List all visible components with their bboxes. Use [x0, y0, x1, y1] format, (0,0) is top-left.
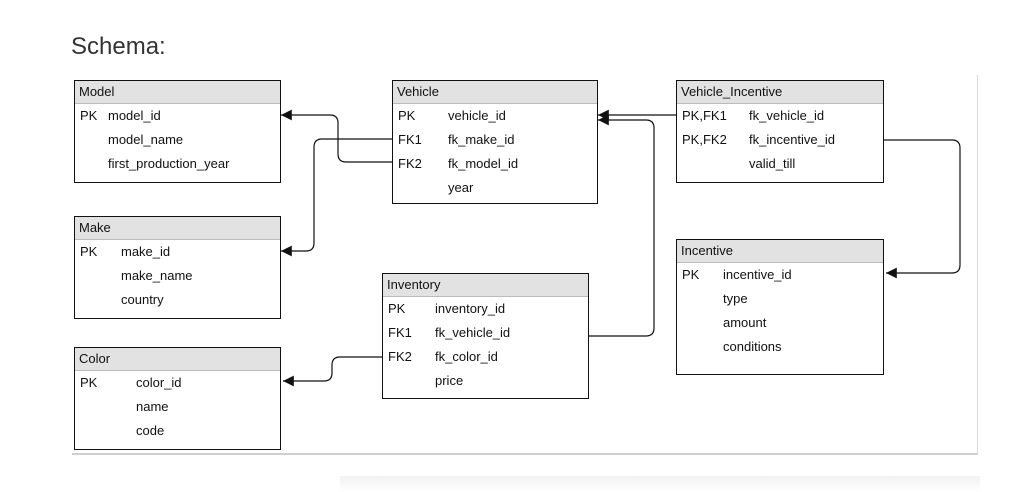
field-row: PK inventory_id [383, 297, 588, 321]
field-name: inventory_id [435, 301, 506, 316]
entity-vehicle-incentive[interactable]: Vehicle_Incentive PK,FK1 fk_vehicle_id P… [676, 80, 884, 183]
field-row: year [393, 176, 597, 200]
key-label: PK [80, 108, 98, 123]
panel-shadow [340, 476, 980, 492]
field-row: FK2 fk_model_id [393, 152, 597, 176]
entity-incentive[interactable]: Incentive PK incentive_id type amount co… [676, 239, 884, 375]
field-row: code [75, 419, 280, 443]
field-row: name [75, 395, 280, 419]
key-label: FK1 [398, 132, 422, 147]
field-name: conditions [723, 339, 782, 354]
key-label: FK2 [398, 156, 422, 171]
field-row: PK make_id [75, 240, 280, 264]
key-label: PK [80, 244, 98, 259]
entity-color[interactable]: Color PK color_id name code [74, 347, 281, 450]
key-label: PK,FK2 [682, 132, 727, 147]
diagram-panel [72, 75, 978, 455]
field-name: make_name [121, 268, 193, 283]
field-name: fk_model_id [448, 156, 519, 171]
entity-model[interactable]: Model PK model_id model_name first_produ… [74, 80, 281, 183]
field-name: fk_color_id [435, 349, 498, 364]
field-row: PK model_id [75, 104, 280, 128]
field-name: model_name [108, 132, 184, 147]
field-name: year [448, 180, 474, 195]
key-label: PK [682, 267, 700, 282]
field-row: amount [677, 311, 883, 335]
field-name: fk_incentive_id [749, 132, 835, 147]
field-name: amount [723, 315, 767, 330]
field-name: fk_make_id [448, 132, 515, 147]
link-inventory-color [283, 356, 382, 387]
field-name: price [435, 373, 464, 388]
entity-inventory[interactable]: Inventory PK inventory_id FK1 fk_vehicle… [382, 273, 589, 399]
field-row: FK2 fk_color_id [383, 345, 588, 369]
diagram-heading: Schema: [71, 33, 166, 60]
field-name: type [723, 291, 748, 306]
field-row: make_name [75, 264, 280, 288]
field-name: color_id [136, 375, 182, 390]
link-vehicle-make [281, 138, 392, 257]
entity-vehicle[interactable]: Vehicle PK vehicle_id FK1 fk_make_id FK2… [392, 80, 598, 204]
key-label: PK [398, 108, 416, 123]
link-vehicleincentive-incentive [884, 139, 961, 279]
field-row: first_production_year [75, 152, 280, 176]
field-row: valid_till [677, 152, 883, 176]
field-name: valid_till [749, 156, 796, 171]
entity-title: Color [75, 348, 280, 371]
key-label: PK,FK1 [682, 108, 727, 123]
field-name: incentive_id [723, 267, 792, 282]
field-name: vehicle_id [448, 108, 506, 123]
field-row: PK,FK1 fk_vehicle_id [677, 104, 883, 128]
field-row: PK incentive_id [677, 263, 883, 287]
entity-title: Vehicle_Incentive [677, 81, 883, 104]
field-row: type [677, 287, 883, 311]
entity-title: Incentive [677, 240, 883, 263]
field-name: fk_vehicle_id [749, 108, 825, 123]
entity-title: Make [75, 217, 280, 240]
field-row: FK1 fk_vehicle_id [383, 321, 588, 345]
key-label: FK2 [388, 349, 412, 364]
field-row: price [383, 369, 588, 393]
field-name: code [136, 423, 165, 438]
entity-title: Model [75, 81, 280, 104]
entity-title: Vehicle [393, 81, 597, 104]
entity-title: Inventory [383, 274, 588, 297]
field-row: PK color_id [75, 371, 280, 395]
entity-make[interactable]: Make PK make_id make_name country [74, 216, 281, 319]
field-row: model_name [75, 128, 280, 152]
field-row: PK,FK2 fk_incentive_id [677, 128, 883, 152]
field-row: PK vehicle_id [393, 104, 597, 128]
field-row: FK1 fk_make_id [393, 128, 597, 152]
key-label: PK [388, 301, 406, 316]
link-inventory-vehicle [589, 114, 655, 337]
field-name: name [136, 399, 169, 414]
field-name: first_production_year [108, 156, 230, 171]
key-label: PK [80, 375, 98, 390]
field-name: fk_vehicle_id [435, 325, 511, 340]
key-label: FK1 [388, 325, 412, 340]
field-name: model_id [108, 108, 161, 123]
field-row: country [75, 288, 280, 312]
field-name: make_id [121, 244, 171, 259]
field-row: conditions [677, 335, 883, 359]
field-name: country [121, 292, 164, 307]
